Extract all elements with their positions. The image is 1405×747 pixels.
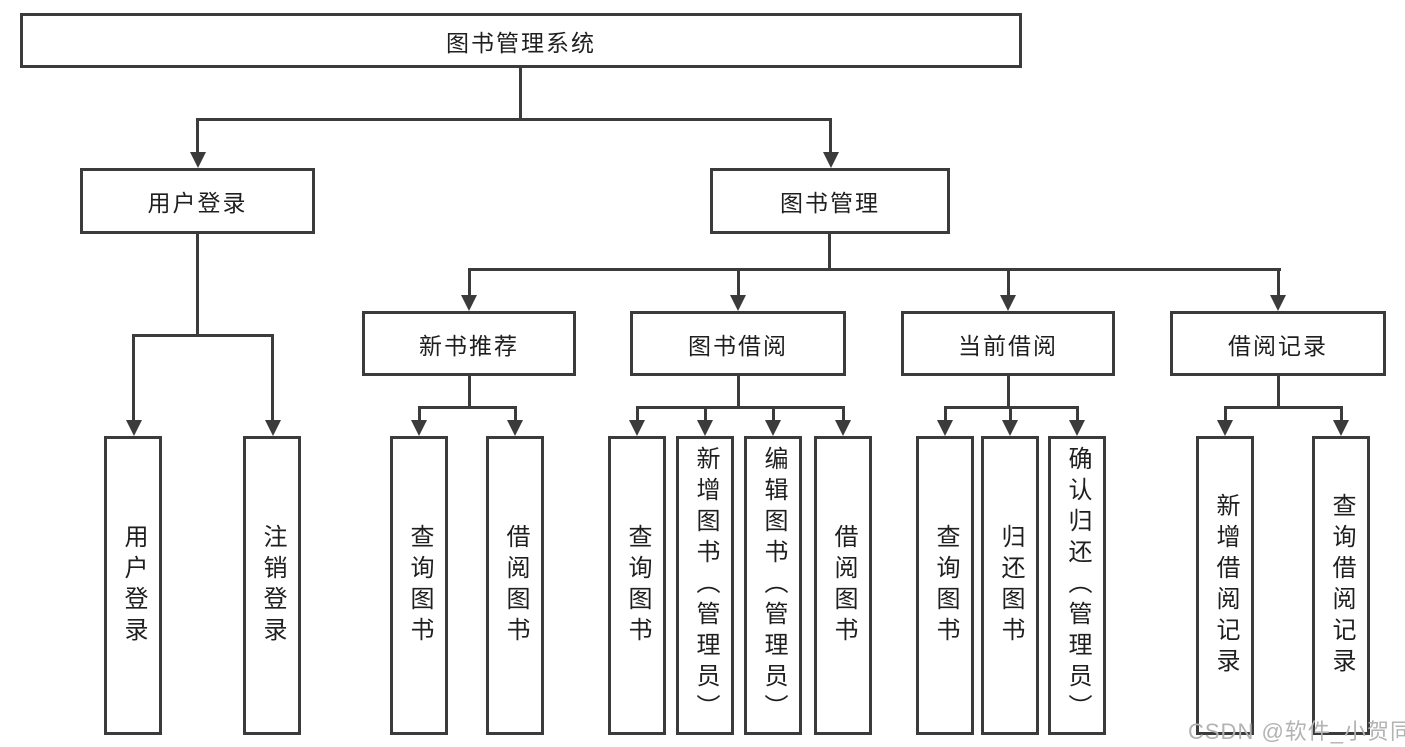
connector-drop-category — [1277, 268, 1280, 300]
connector-user-login-crossbar — [132, 334, 274, 337]
leaf-return-book: 归还图书 — [981, 436, 1039, 735]
arrow-down-icon — [823, 152, 839, 168]
arrow-down-icon — [1270, 295, 1286, 311]
arrow-down-icon — [1000, 295, 1016, 311]
connector-drop-leaf — [418, 406, 421, 424]
arrow-down-icon — [1002, 420, 1018, 436]
connector-category-stem — [1277, 376, 1280, 408]
connector-drop-leaf — [132, 334, 135, 424]
connector-category-stem — [1007, 376, 1010, 408]
arrow-down-icon — [190, 152, 206, 168]
connector-book-management-crossbar — [468, 268, 1281, 271]
arrow-down-icon — [411, 420, 427, 436]
connector-drop-user-login — [196, 118, 199, 156]
connector-drop-category — [737, 268, 740, 300]
leaf-edit-book-admin: 编辑图书（管理员） — [744, 436, 802, 735]
connector-drop-leaf — [514, 406, 517, 424]
connector-drop-leaf — [944, 406, 947, 424]
node-user-login-branch: 用户登录 — [80, 168, 315, 234]
leaf-borrow-books: 借阅图书 — [814, 436, 872, 735]
connector-category-crossbar — [636, 406, 845, 409]
connector-user-login-stem — [196, 234, 199, 336]
arrow-down-icon — [697, 420, 713, 436]
connector-drop-leaf — [1076, 406, 1079, 424]
arrow-down-icon — [937, 420, 953, 436]
watermark: CSDN @软件_小贺同学 — [1188, 719, 1405, 744]
connector-drop-leaf — [842, 406, 845, 424]
leaf-query-books-current: 查询图书 — [916, 436, 974, 735]
connector-drop-leaf — [271, 334, 274, 424]
leaf-confirm-return-admin: 确认归还（管理员） — [1048, 436, 1106, 735]
connector-drop-leaf — [1340, 406, 1343, 424]
connector-drop-leaf — [1009, 406, 1012, 424]
leaf-query-books-borrow: 查询图书 — [608, 436, 666, 735]
connector-drop-leaf — [1224, 406, 1227, 424]
leaf-borrow-books-recommend: 借阅图书 — [486, 436, 544, 735]
node-new-book-recommend: 新书推荐 — [362, 311, 576, 376]
leaf-logout: 注销登录 — [243, 436, 301, 735]
arrow-down-icon — [507, 420, 523, 436]
arrow-down-icon — [1217, 420, 1233, 436]
connector-root-crossbar — [196, 118, 832, 121]
arrow-down-icon — [835, 420, 851, 436]
node-book-management-branch: 图书管理 — [710, 168, 950, 234]
arrow-down-icon — [629, 420, 645, 436]
connector-drop-book-management — [829, 118, 832, 156]
connector-drop-category — [468, 268, 471, 300]
arrow-down-icon — [1333, 420, 1349, 436]
leaf-add-borrow-record: 新增借阅记录 — [1196, 436, 1254, 735]
arrow-down-icon — [765, 420, 781, 436]
arrow-down-icon — [126, 420, 142, 436]
connector-root-stem — [519, 68, 522, 121]
arrow-down-icon — [730, 295, 746, 311]
node-book-borrow: 图书借阅 — [630, 311, 846, 376]
connector-category-stem — [737, 376, 740, 408]
leaf-user-login: 用户登录 — [104, 436, 162, 735]
connector-drop-leaf — [636, 406, 639, 424]
node-borrow-records: 借阅记录 — [1170, 311, 1386, 376]
leaf-add-book-admin: 新增图书（管理员） — [676, 436, 734, 735]
leaf-query-books-recommend: 查询图书 — [390, 436, 448, 735]
node-current-borrow: 当前借阅 — [901, 311, 1115, 376]
connector-book-management-stem — [828, 234, 831, 270]
connector-category-stem — [468, 376, 471, 408]
arrow-down-icon — [461, 295, 477, 311]
connector-drop-leaf — [704, 406, 707, 424]
leaf-query-borrow-record: 查询借阅记录 — [1312, 436, 1370, 735]
connector-drop-category — [1007, 268, 1010, 300]
arrow-down-icon — [1069, 420, 1085, 436]
connector-drop-leaf — [772, 406, 775, 424]
connector-category-crossbar — [1224, 406, 1343, 409]
connector-category-crossbar — [418, 406, 517, 409]
node-root: 图书管理系统 — [20, 13, 1022, 68]
arrow-down-icon — [265, 420, 281, 436]
